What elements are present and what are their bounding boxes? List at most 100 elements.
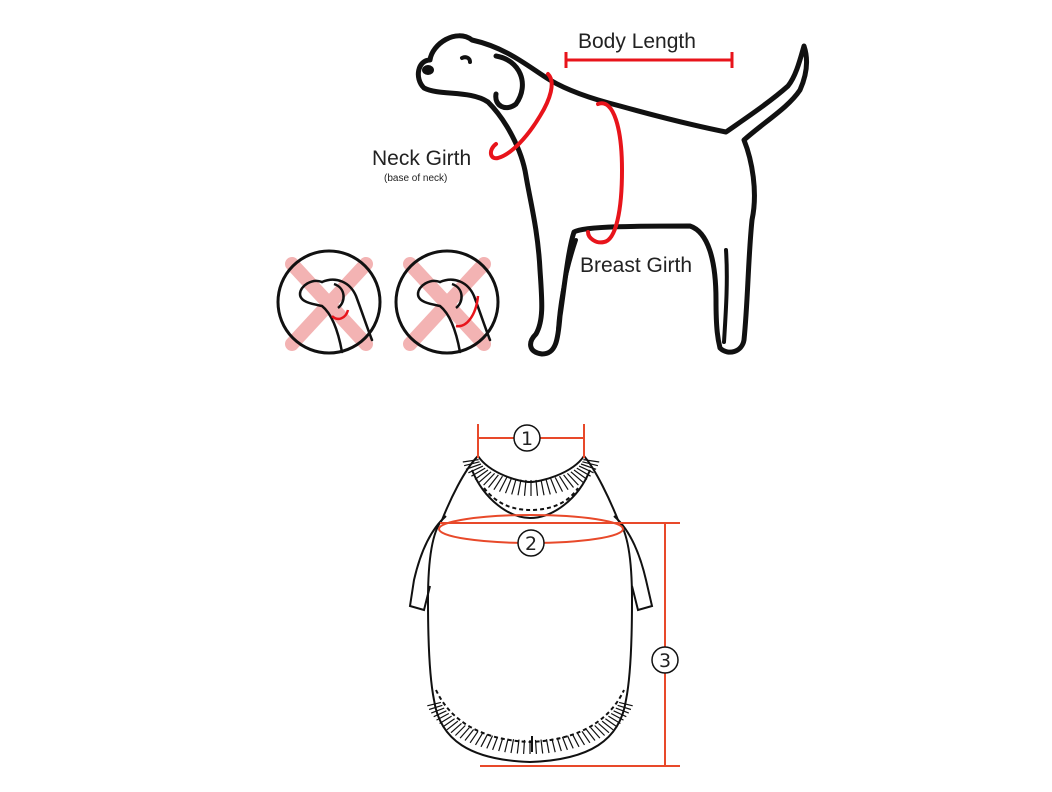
dog-nose	[422, 65, 434, 75]
ribbing-line	[471, 467, 486, 477]
wrong-example-2	[394, 249, 500, 355]
ribbing-line	[540, 479, 545, 496]
ribbing-line	[483, 472, 496, 486]
ribbing-line	[465, 463, 482, 470]
ribbing-line	[488, 474, 499, 488]
ribbing-line	[540, 739, 544, 754]
ribbing-line	[478, 471, 492, 483]
measure-2-marker: 2	[517, 529, 545, 557]
sweater-body	[426, 455, 634, 764]
sweater-left-sleeve	[408, 515, 447, 612]
breast-girth-label: Breast Girth	[580, 254, 692, 277]
ribbing-line	[576, 732, 586, 746]
ribbing-line	[535, 479, 539, 496]
ribbing-line	[427, 701, 442, 707]
dog-inner-hind-leg	[722, 248, 729, 344]
body-length-label: Body Length	[578, 30, 696, 53]
ribbing-line	[459, 727, 470, 739]
ribbing-line	[576, 467, 591, 477]
ribbing-line	[554, 477, 564, 492]
ribbing-line	[523, 739, 526, 754]
svg-text:3: 3	[659, 650, 671, 672]
measure-2-guide	[438, 514, 680, 544]
ribbing-line	[446, 720, 459, 731]
ribbing-line	[442, 718, 455, 728]
dog-outline	[415, 33, 810, 357]
ribbing-line	[474, 469, 489, 480]
ribbing-line	[430, 707, 445, 714]
ribbing-line	[598, 722, 610, 734]
ribbing-line	[550, 478, 558, 494]
ribbing-line	[615, 707, 630, 714]
ribbing-line	[566, 472, 579, 486]
ribbing-line	[498, 737, 504, 752]
ribbing-line	[608, 715, 621, 725]
sweater-illustration	[408, 455, 654, 764]
ribbing-line	[605, 718, 618, 728]
x-mark-icon	[285, 257, 373, 351]
ribbing-line	[469, 730, 479, 744]
ribbing-line	[468, 465, 484, 474]
x-mark-icon	[403, 257, 491, 351]
dog-ear	[493, 53, 525, 111]
ribbing-line	[504, 738, 509, 753]
neck-girth-label: Neck Girth	[372, 147, 471, 170]
ribbing-line	[462, 459, 479, 463]
ribbing-line	[534, 739, 537, 754]
ribbing-line	[594, 725, 606, 736]
svg-text:1: 1	[521, 428, 533, 450]
ribbing-line	[492, 736, 499, 751]
ribbing-line	[558, 475, 569, 491]
ribbing-line	[545, 739, 550, 754]
ribbing-line	[464, 729, 475, 741]
dog-illustration	[415, 33, 810, 357]
ribbing-line	[556, 737, 562, 752]
ribbing-line	[585, 729, 596, 741]
ribbing-line	[580, 463, 597, 470]
ribbing-line	[570, 471, 584, 483]
ribbing-line	[578, 465, 594, 474]
ribbing-line	[516, 739, 520, 754]
measure-3-guide	[480, 523, 680, 767]
ribbing-line	[454, 725, 466, 736]
sweater-right-sleeve	[613, 515, 654, 612]
ribbing-line	[486, 735, 494, 749]
ribbing-line	[613, 710, 627, 718]
ribbing-line	[504, 478, 512, 494]
ribbing-line	[590, 727, 601, 739]
ribbing-line	[617, 704, 632, 711]
ribbing-line	[601, 720, 614, 731]
neck-girth-note: (base of neck)	[384, 173, 447, 184]
body-length-marker	[564, 52, 734, 68]
ribbing-line	[561, 736, 568, 751]
ribbing-line	[523, 479, 527, 496]
ribbing-line	[566, 735, 574, 749]
ribbing-line	[439, 715, 452, 725]
wrong-example-1	[276, 249, 382, 355]
ribbing-line	[510, 739, 515, 754]
ribbing-line	[433, 710, 447, 718]
breast-girth-marker	[586, 101, 625, 245]
ribbing-line	[583, 459, 600, 463]
ribbing-line	[551, 738, 556, 753]
measure-1-marker: 1	[513, 424, 541, 452]
ribbing-line	[571, 734, 580, 748]
ribbing-line	[428, 704, 443, 711]
neck-girth-marker	[489, 72, 554, 161]
ribbing-line	[610, 712, 624, 721]
ribbing-line	[563, 474, 574, 488]
ribbing-line	[493, 475, 504, 491]
ribbing-line	[498, 477, 508, 492]
measure-3-marker: 3	[651, 646, 679, 674]
sweater-ribbing	[427, 459, 633, 754]
dog-eye	[460, 55, 472, 64]
sweater-collar	[477, 455, 585, 484]
dog-inner-front-leg	[556, 238, 578, 332]
ribbing-line	[618, 701, 633, 707]
ribbing-line	[480, 734, 489, 748]
ribbing-line	[581, 730, 591, 744]
ribbing-line	[436, 712, 450, 721]
ribbing-line	[582, 461, 599, 467]
ribbing-line	[517, 479, 522, 496]
